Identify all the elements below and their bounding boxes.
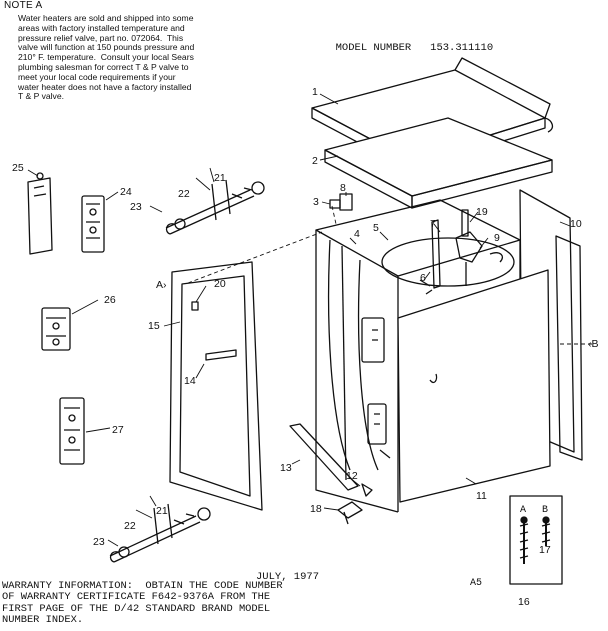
callout-16: 16	[518, 596, 530, 608]
callout-2: 2	[312, 155, 318, 167]
callout-26: 26	[104, 294, 116, 306]
access-door-part	[169, 261, 263, 511]
insulation-pad-part	[324, 117, 553, 209]
arrow-right-icon: ›	[163, 279, 167, 291]
kick-plate-part	[289, 423, 359, 491]
clip-part	[329, 199, 341, 209]
screw-label-b: B	[542, 505, 549, 516]
bracket-part	[339, 193, 353, 211]
thermostat-24-part	[81, 195, 105, 253]
small-part-leaders	[27, 167, 215, 547]
reference-marker-b: ‹B	[588, 338, 599, 350]
screw-label-a: A	[520, 505, 527, 516]
revision-date: JULY, 1977	[256, 571, 320, 583]
note-body: Water heaters are sold and shipped into …	[18, 13, 195, 102]
callout-27: 27	[112, 424, 124, 436]
callout-6: 6	[420, 272, 426, 284]
callout-23-upper: 23	[130, 201, 142, 213]
callout-25: 25	[12, 162, 24, 174]
callout-24: 24	[120, 186, 132, 198]
front-panel-part	[397, 269, 551, 503]
callout-5: 5	[373, 222, 379, 234]
warranty-information: WARRANTY INFORMATION: OBTAIN THE CODE NU…	[2, 580, 283, 627]
callout-21-lower: 21	[156, 505, 168, 517]
reference-marker-a: A›	[156, 279, 167, 291]
callout-17: 17	[539, 544, 551, 556]
reference-marker-a-label: A	[156, 279, 164, 291]
page-code: A5	[470, 578, 483, 589]
callout-4: 4	[354, 228, 360, 240]
reference-marker-b-label: B	[591, 338, 599, 350]
leader-lines	[187, 205, 594, 345]
callout-7: 7	[430, 218, 436, 230]
callout-22-upper: 22	[178, 188, 190, 200]
part-12	[361, 483, 373, 497]
callout-12: 12	[346, 470, 358, 482]
callout-19: 19	[476, 206, 488, 218]
callout-3: 3	[313, 196, 319, 208]
callout-8: 8	[340, 182, 346, 194]
callout-1: 1	[312, 86, 318, 98]
callout-21-upper: 21	[214, 172, 226, 184]
callout-20: 20	[214, 278, 226, 290]
control-26-part	[41, 307, 71, 351]
callout-9: 9	[494, 232, 500, 244]
callout-leaders	[163, 93, 571, 511]
callout-22-lower: 22	[124, 520, 136, 532]
model-number-value: 153.311110	[430, 42, 494, 54]
callout-15: 15	[148, 320, 160, 332]
control-27-part	[59, 397, 85, 465]
callout-23-lower: 23	[93, 536, 105, 548]
model-number-line: MODEL NUMBER 153.311110	[323, 30, 494, 54]
callout-14: 14	[184, 375, 196, 387]
control-valve-part	[419, 209, 504, 295]
callout-11: 11	[476, 490, 487, 502]
screw-box	[509, 495, 563, 585]
model-number-label: MODEL NUMBER	[335, 42, 412, 54]
label-plate-part	[27, 172, 53, 255]
gas-valve-assembly-lower	[109, 503, 211, 563]
gas-valve-assembly-upper	[165, 179, 265, 235]
note-title: NOTE A	[4, 0, 43, 11]
cabinet-body	[315, 199, 521, 513]
bracket-18-part	[337, 501, 363, 525]
arrow-left-icon: ‹	[588, 338, 592, 350]
callout-10: 10	[570, 218, 582, 230]
callout-13: 13	[280, 462, 292, 474]
callout-18: 18	[310, 503, 322, 515]
